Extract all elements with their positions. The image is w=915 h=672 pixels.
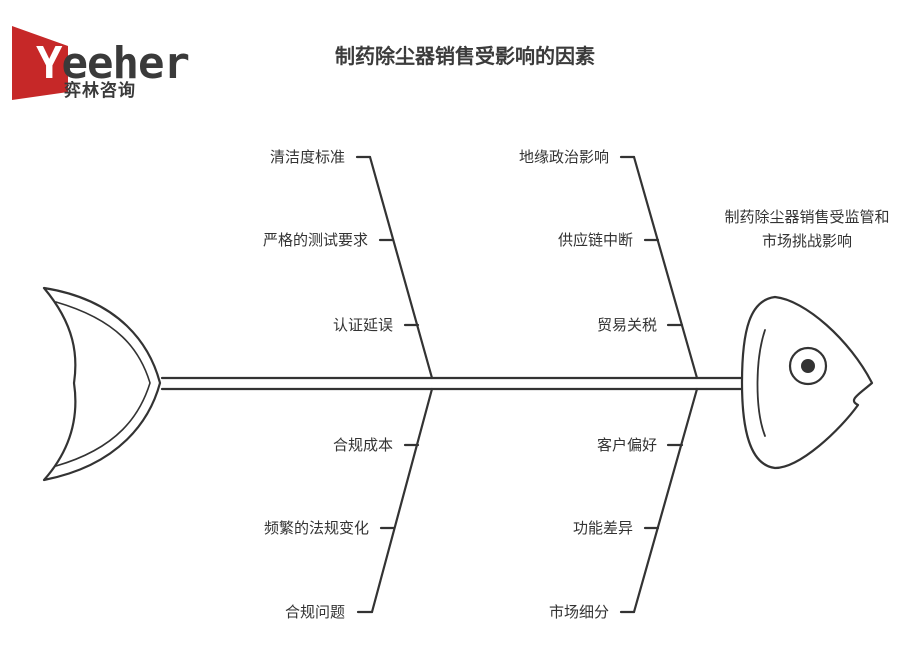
cause-label: 市场细分 <box>548 603 609 621</box>
bone-lower-left <box>370 387 434 614</box>
company-logo: Yeeher 弈林咨询 <box>10 22 190 101</box>
cause-label: 供应链中断 <box>557 231 633 249</box>
bone-upper-left <box>368 155 434 380</box>
cause-label: 清洁度标准 <box>269 148 345 166</box>
fish-tail-inner <box>55 301 151 467</box>
fish-eye-outer <box>788 346 828 386</box>
logo-wordmark: Yeeher <box>36 42 190 86</box>
cause-label: 合规问题 <box>284 603 345 621</box>
cause-label: 客户偏好 <box>596 436 657 454</box>
cause-label: 地缘政治影响 <box>518 148 609 166</box>
cause-label: 功能差异 <box>572 519 633 537</box>
fish-gill <box>756 329 766 437</box>
fish-tail <box>42 286 162 482</box>
cause-label: 频繁的法规变化 <box>263 519 369 537</box>
fish-head <box>740 295 874 470</box>
effect-label: 制药除尘器销售受监管和市场挑战影响 <box>724 208 890 250</box>
cause-label: 合规成本 <box>332 436 393 454</box>
logo-letters: eeher <box>61 38 190 89</box>
logo-letter-y: Y <box>36 38 62 89</box>
logo-subtitle: 弈林咨询 <box>64 81 136 101</box>
logo-red-shape <box>12 26 68 100</box>
cause-label: 贸易关税 <box>596 316 657 334</box>
diagram-title: 制药除尘器销售受影响的因素 <box>335 44 595 68</box>
cause-label: 认证延误 <box>332 316 393 334</box>
fish-eye-pupil <box>801 359 815 373</box>
bone-lower-right <box>632 387 699 614</box>
bone-upper-right <box>632 155 699 380</box>
cause-label: 严格的测试要求 <box>262 231 368 249</box>
